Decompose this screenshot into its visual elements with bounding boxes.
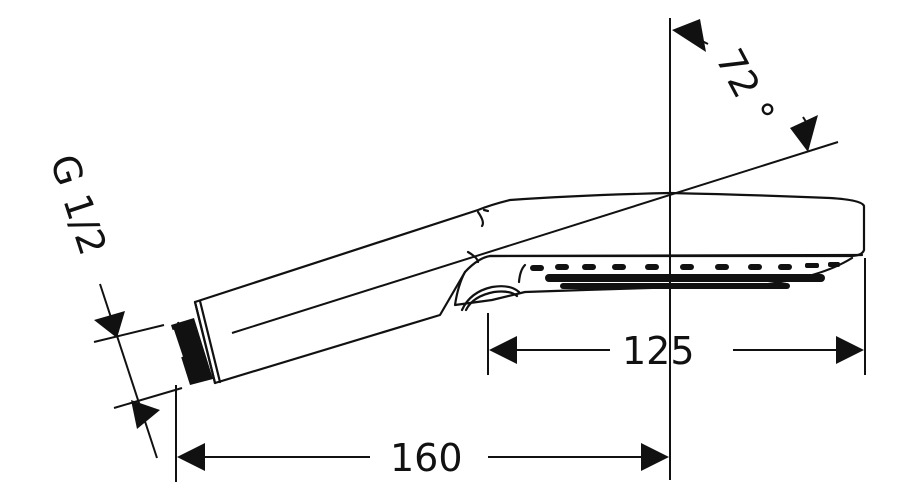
nozzle-row	[530, 262, 840, 289]
overall-length-dimension: 160	[175, 385, 669, 482]
overall-length-label: 160	[390, 436, 463, 480]
thread-connector	[171, 318, 213, 385]
thread-label: G 1/2	[41, 149, 115, 260]
angle-label: 72 °	[707, 42, 783, 133]
head-length-label: 125	[622, 329, 695, 373]
spray-face	[453, 253, 864, 312]
head-length-dimension: 125	[487, 258, 866, 375]
angle-dimension: 72 °	[672, 19, 818, 152]
thread-dimension: G 1/2	[41, 149, 183, 459]
handle-axis-line	[231, 141, 839, 334]
